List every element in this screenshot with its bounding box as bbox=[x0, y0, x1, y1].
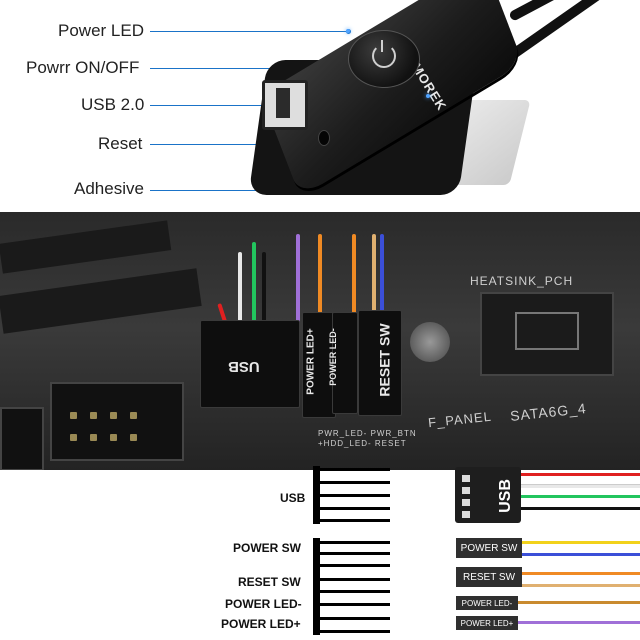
reset-sw-label: RESET SW bbox=[376, 323, 393, 397]
pinout-usb-label: USB bbox=[280, 491, 306, 505]
wire-black bbox=[262, 252, 266, 362]
screw-standoff bbox=[410, 322, 450, 362]
usb-wire-white bbox=[521, 484, 640, 488]
power-led-plus-label: POWER LED+ bbox=[305, 328, 317, 395]
callout-line-reset bbox=[150, 144, 322, 145]
header-pin bbox=[110, 434, 117, 441]
header-pin bbox=[130, 412, 137, 419]
power-sw-wire-yellow bbox=[522, 541, 640, 544]
status-led-indicator bbox=[426, 94, 430, 98]
wire-purple bbox=[296, 234, 300, 344]
silk-pins-top: PWR_LED- PWR_BTN bbox=[318, 429, 417, 438]
power-led-minus-wire bbox=[518, 601, 640, 604]
pinout-reset-sw-label: RESET SW bbox=[238, 575, 301, 589]
callout-power-onoff: Powrr ON/OFF bbox=[26, 58, 140, 77]
tag-reset-sw: RESET SW bbox=[456, 567, 522, 587]
power-sw-wire-blue bbox=[522, 553, 640, 556]
switch-device: GAMOREK bbox=[0, 0, 640, 210]
sata-port bbox=[480, 292, 614, 376]
usb-port-tongue bbox=[276, 88, 290, 118]
usb-header-connector bbox=[200, 320, 300, 408]
front-panel-bracket bbox=[313, 538, 320, 635]
callout-line-power-led bbox=[150, 31, 348, 32]
power-led-minus-connector bbox=[332, 312, 358, 414]
callout-line-power-onoff bbox=[150, 68, 358, 69]
usb-header-label: USB bbox=[228, 358, 260, 375]
plug-pin bbox=[462, 487, 470, 494]
power-icon-bar bbox=[381, 40, 383, 52]
wire-orange-1 bbox=[318, 234, 322, 344]
usb-pin-line bbox=[320, 481, 390, 484]
wire-green bbox=[252, 242, 256, 362]
usb-pin-line bbox=[320, 519, 390, 522]
silk-pins-bottom: +HDD_LED- RESET bbox=[318, 439, 407, 448]
header-block-left bbox=[50, 382, 184, 461]
power-led-plus-connector bbox=[302, 312, 336, 418]
header-pin bbox=[130, 434, 137, 441]
pcie-slot-2 bbox=[0, 220, 172, 274]
tag-power-led-plus: POWER LED+ bbox=[456, 616, 518, 630]
usb-plug-label: USB bbox=[497, 479, 514, 513]
callout-line-usb bbox=[150, 105, 274, 106]
reset-sw-connector bbox=[358, 310, 402, 416]
callout-reset: Reset bbox=[98, 134, 143, 153]
wire-blue bbox=[380, 234, 384, 344]
usb-bracket bbox=[313, 466, 320, 524]
fp-pin-line bbox=[320, 578, 390, 581]
plug-pin bbox=[462, 475, 470, 482]
callout-power-led: Power LED bbox=[58, 21, 144, 40]
usb-pin-line bbox=[320, 494, 390, 497]
callout-adhesive: Adhesive bbox=[74, 179, 144, 198]
header-pin bbox=[90, 434, 97, 441]
tag-power-sw: POWER SW bbox=[456, 538, 522, 558]
plug-pin bbox=[462, 511, 470, 518]
power-led-indicator bbox=[346, 29, 350, 33]
motherboard-photo: HEATSINK_PCH F_PANEL SATA6G_4 PWR_LED- P… bbox=[0, 212, 640, 470]
reset-button[interactable] bbox=[318, 130, 330, 146]
header-pin bbox=[110, 412, 117, 419]
pinout-power-sw-label: POWER SW bbox=[233, 541, 301, 555]
pinout-power-led-plus-label: POWER LED+ bbox=[221, 617, 301, 631]
reset-sw-wire-orange bbox=[522, 572, 640, 575]
plug-pin bbox=[462, 499, 470, 506]
silk-f-panel: F_PANEL bbox=[427, 408, 493, 431]
fp-pin-line bbox=[320, 630, 390, 633]
sata-port-inner bbox=[515, 312, 579, 350]
power-led-plus-wire bbox=[518, 621, 640, 624]
tag-power-led-minus: POWER LED- bbox=[456, 596, 518, 610]
wire-tan bbox=[372, 234, 376, 344]
fp-pin-line bbox=[320, 564, 390, 567]
pinout-diagram: USB POWER SW RESET SW POWER LED- POWER L… bbox=[0, 460, 640, 640]
usb-wire-red bbox=[521, 473, 640, 476]
header-pin bbox=[70, 412, 77, 419]
fp-pin-line bbox=[320, 590, 390, 593]
header-pin bbox=[70, 434, 77, 441]
silk-heatsink: HEATSINK_PCH bbox=[470, 274, 574, 288]
power-led-minus-label: POWER LED- bbox=[327, 328, 338, 386]
header-block-edge bbox=[0, 407, 44, 470]
usb-wire-green bbox=[521, 495, 640, 498]
pcie-slot bbox=[0, 268, 202, 334]
fp-pin-line bbox=[320, 552, 390, 555]
usb-wire-black bbox=[521, 507, 640, 510]
fp-pin-line bbox=[320, 617, 390, 620]
reset-sw-wire-tan bbox=[522, 584, 640, 587]
pinout-power-led-minus-label: POWER LED- bbox=[225, 597, 302, 611]
header-pin bbox=[90, 412, 97, 419]
usb-pin-line bbox=[320, 468, 390, 471]
wire-white bbox=[238, 252, 242, 362]
fp-pin-line bbox=[320, 603, 390, 606]
fp-pin-line bbox=[320, 541, 390, 544]
wire-orange-2 bbox=[352, 234, 356, 344]
power-icon bbox=[372, 44, 396, 68]
silk-sata: SATA6G_4 bbox=[509, 400, 588, 424]
callout-usb: USB 2.0 bbox=[81, 95, 145, 114]
callout-line-adhesive bbox=[150, 190, 346, 191]
usb-pin-line bbox=[320, 507, 390, 510]
